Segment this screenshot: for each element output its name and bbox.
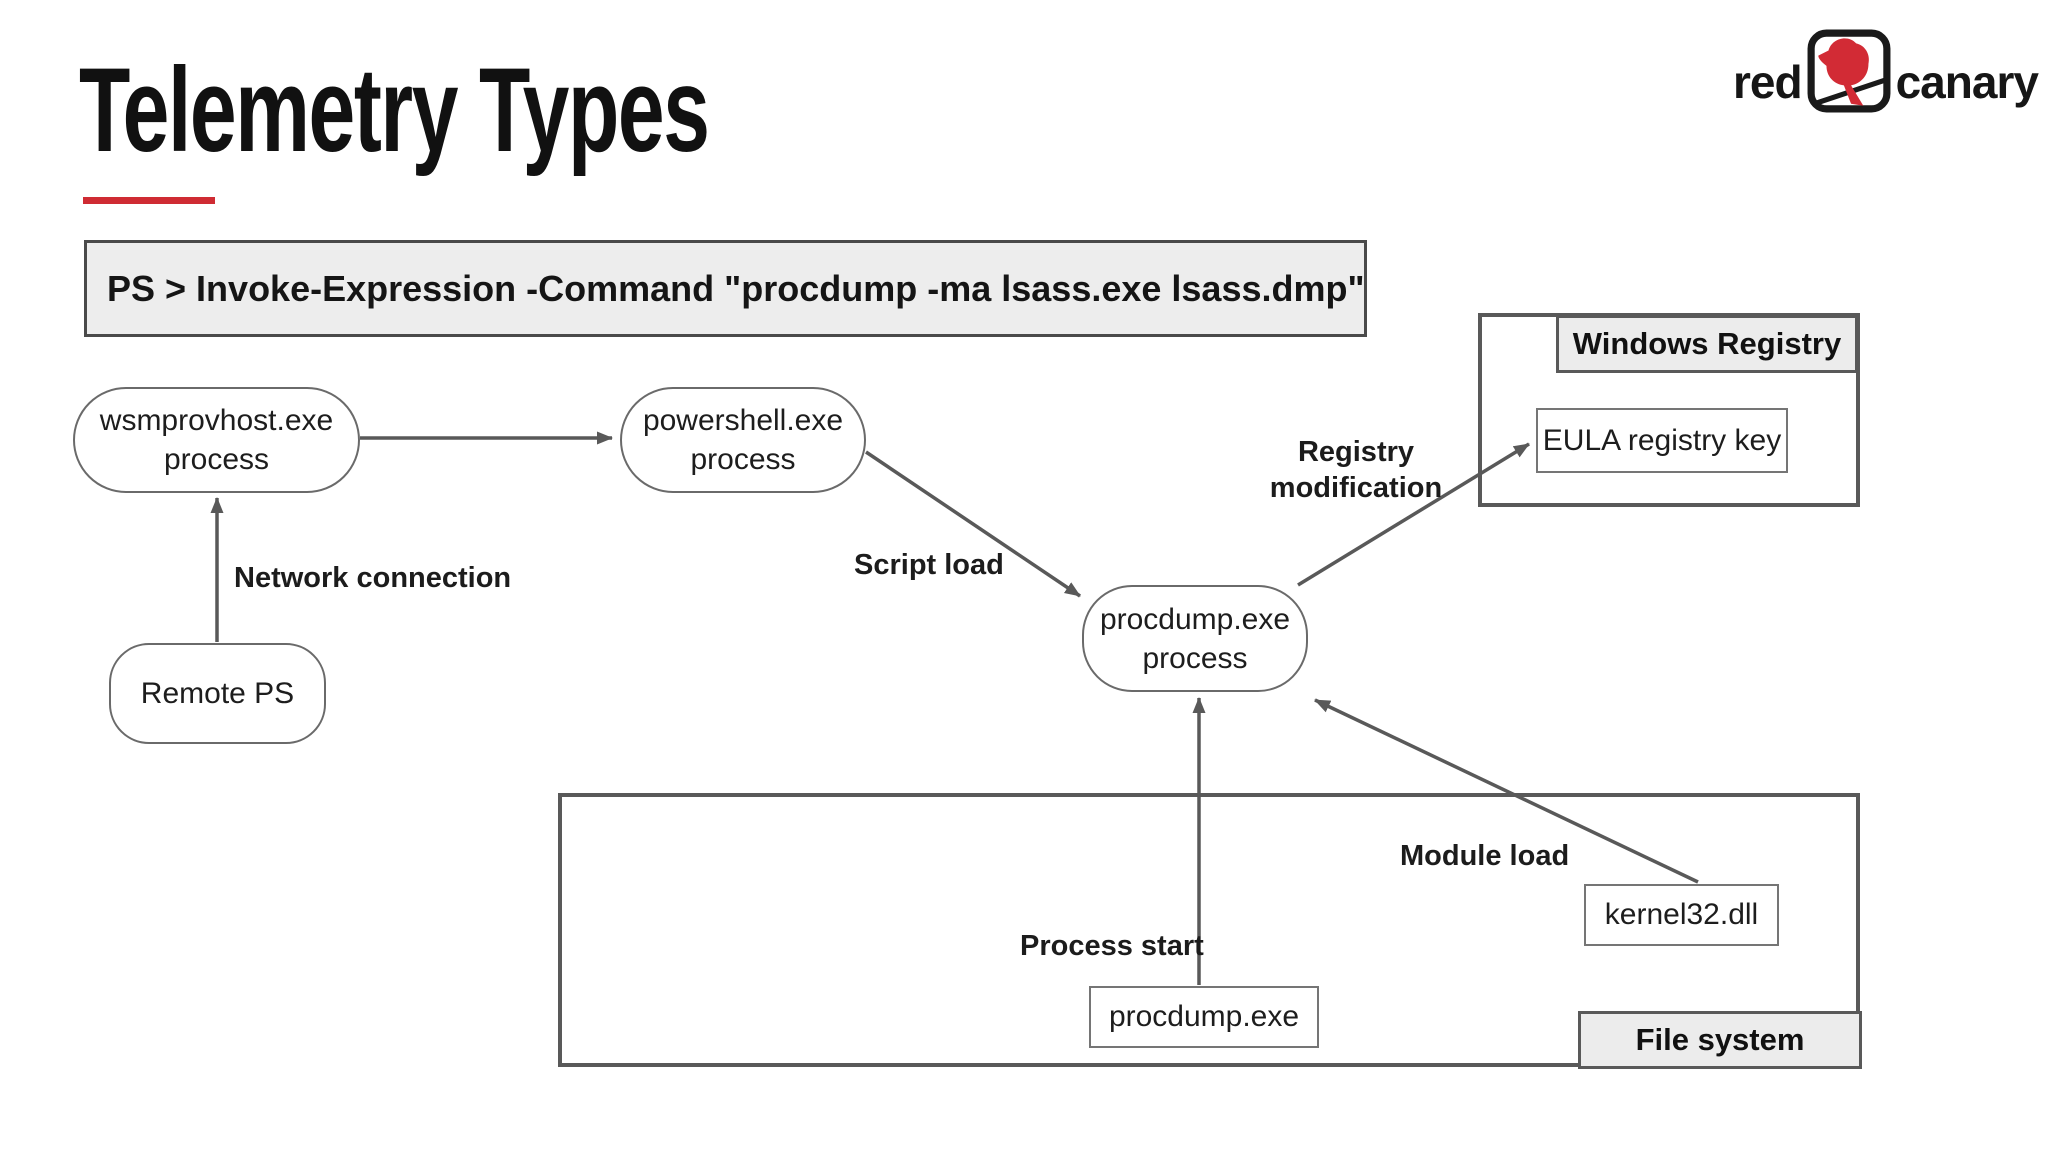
node-wsmprovhost-process: wsmprovhost.exe process [73, 387, 360, 493]
logo-word-red: red [1733, 56, 1803, 108]
windows-registry-tab: Windows Registry [1556, 315, 1858, 373]
label-module-load: Module load [1400, 840, 1570, 872]
logo-word-canary: canary [1895, 56, 2039, 108]
page-title: Telemetry Types [79, 43, 710, 177]
node-kernel32-dll: kernel32.dll [1584, 884, 1779, 946]
node-procdump-process: procdump.exe process [1082, 585, 1308, 692]
node-label: procdump.exe [1099, 602, 1291, 636]
title-underline [83, 197, 215, 204]
node-remote-ps: Remote PS [109, 643, 326, 744]
node-label: process [1142, 641, 1248, 675]
node-label: Remote PS [140, 677, 295, 710]
canary-bird-icon [1807, 29, 1891, 113]
node-procdump-file: procdump.exe [1089, 986, 1319, 1048]
label-process-start: Process start [1020, 930, 1204, 962]
node-label: process [163, 443, 270, 476]
command-text: PS > Invoke-Expression -Command "procdum… [107, 267, 1365, 309]
node-eula-registry-key: EULA registry key [1536, 408, 1788, 473]
redcanary-logo: red canary [1733, 26, 2039, 116]
node-label: powershell.exe [642, 404, 844, 437]
file-system-container [558, 793, 1860, 1067]
file-system-tab: File system [1578, 1011, 1862, 1069]
command-box: PS > Invoke-Expression -Command "procdum… [84, 240, 1367, 337]
node-label: wsmprovhost.exe [99, 404, 334, 437]
node-powershell-process: powershell.exe process [620, 387, 866, 493]
label-network-connection: Network connection [234, 562, 512, 594]
label-script-load: Script load [854, 549, 1004, 581]
label-registry-modification: Registry modification [1269, 436, 1443, 504]
node-label: process [690, 443, 796, 476]
